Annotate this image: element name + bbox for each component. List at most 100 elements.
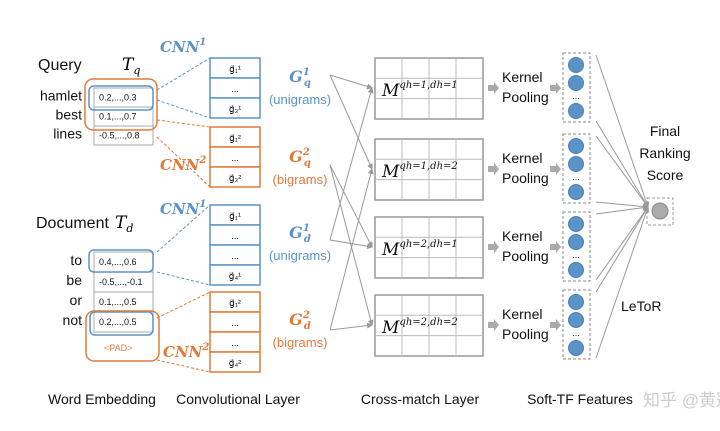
- cnn2-label-doc: CNN2: [163, 342, 209, 361]
- final-score-label: Final Ranking Score: [639, 123, 690, 183]
- bigram-window: [84, 78, 158, 131]
- unigram-window: [89, 311, 154, 336]
- cross-match-link: [329, 74, 373, 90]
- filter-vector: g⃗₄¹: [229, 271, 241, 281]
- final-score-box: [646, 197, 674, 226]
- filter-vector: g⃗₁²: [229, 298, 241, 308]
- ngram-note: (bigrams): [273, 335, 328, 350]
- filter-row: [209, 97, 261, 119]
- soft-tf-node: [568, 340, 584, 356]
- ellipsis: ...: [572, 91, 580, 101]
- embedding-vector: 0.4,...,0.6: [99, 257, 137, 267]
- svg-text:Score: Score: [647, 167, 684, 183]
- ngram-note: (bigrams): [273, 172, 328, 187]
- filter-vector: g⃗₁¹: [229, 211, 241, 221]
- embedding-vector: 0.1,...,0.7: [99, 112, 137, 122]
- embedding-vector: -0.5,...,-0.1: [99, 277, 143, 287]
- conv-link: [156, 99, 211, 119]
- pooling-label: Pooling: [502, 170, 549, 186]
- cross-match-matrix: Mqh=2,dh=1: [374, 216, 484, 279]
- soft-tf-node: [568, 156, 584, 172]
- ellipsis: ...: [572, 250, 580, 260]
- embedding-vector: 0.1,...,0.5: [99, 297, 137, 307]
- arrow-icon: [550, 82, 561, 94]
- filter-vector: ...: [231, 231, 239, 241]
- filter-vector: g⃗₃¹: [229, 104, 241, 114]
- cross-match-matrix: Mqh=1,dh=2: [374, 138, 484, 201]
- arrow-icon: [488, 163, 499, 175]
- pooling-label: Pooling: [502, 89, 549, 105]
- letor-link: [595, 206, 649, 281]
- ellipsis: ...: [572, 328, 580, 338]
- svg-text:Mqh=1,dh=2: Mqh=1,dh=2: [381, 161, 458, 182]
- filter-row: [209, 264, 261, 286]
- kernel-label: Kernel: [502, 306, 542, 322]
- conv-link: [156, 359, 211, 373]
- arrow-icon: [550, 241, 561, 253]
- cross-match-matrix: Mqh=1,dh=1: [374, 57, 484, 120]
- svg-text:Ranking: Ranking: [639, 145, 690, 161]
- conv-link: [156, 57, 211, 91]
- soft-tf-node: [568, 234, 584, 250]
- word-be: be: [66, 272, 82, 288]
- pad-token: <PAD>: [104, 343, 132, 353]
- svg-text:Mqh=2,dh=2: Mqh=2,dh=2: [381, 317, 458, 338]
- ellipsis: ...: [572, 172, 580, 182]
- query-label: Query: [38, 57, 82, 74]
- soft-tf-node: [568, 75, 584, 91]
- filter-vector: ...: [231, 318, 239, 328]
- embedding-vector: 0.2,...,0.5: [99, 317, 137, 327]
- ngram-note: (unigrams): [269, 248, 331, 263]
- conv-link: [156, 204, 211, 253]
- word-lines: lines: [53, 126, 82, 142]
- label-soft-tf-features: Soft-TF Features: [527, 391, 633, 407]
- watermark: 知乎 @黄冠: [643, 391, 720, 410]
- label-word-embedding: Word Embedding: [48, 391, 156, 407]
- arrow-icon: [550, 319, 561, 331]
- svg-text:Mqh=1,dh=1: Mqh=1,dh=1: [381, 80, 458, 101]
- filter-vector: g⃗₄²: [229, 358, 241, 368]
- soft-tf-node: [568, 216, 584, 232]
- final-score-node: [651, 202, 669, 220]
- soft-tf-node: [568, 262, 584, 278]
- pooling-label: Pooling: [502, 248, 549, 264]
- cross-match-link: [329, 164, 374, 326]
- filter-vector: g⃗₃²: [229, 173, 241, 183]
- pooling-label: Pooling: [502, 326, 549, 342]
- letor-link: [595, 204, 649, 215]
- filter-vector: ...: [231, 84, 239, 94]
- letor-link: [595, 206, 649, 293]
- word-hamlet: hamlet: [40, 88, 82, 104]
- arrow-icon: [488, 82, 499, 94]
- conv-link: [156, 119, 211, 128]
- soft-tf-group: [562, 211, 591, 282]
- svg-text:Final: Final: [650, 123, 680, 139]
- soft-tf-group: [562, 133, 591, 204]
- filter-vector: g⃗₁¹: [229, 64, 241, 74]
- conv-link: [156, 291, 211, 319]
- cross-match-link: [329, 87, 374, 241]
- conv-link: [156, 271, 211, 286]
- cross-match-link: [329, 164, 373, 248]
- filter-vector: ...: [231, 338, 239, 348]
- kernel-label: Kernel: [502, 150, 542, 166]
- filter-vector: ...: [231, 251, 239, 261]
- cnn2-label-query: CNN2: [160, 155, 206, 174]
- soft-tf-group: [562, 289, 591, 360]
- filter-vector: ...: [231, 153, 239, 163]
- td-symbol: Td: [115, 213, 133, 235]
- letor-link: [595, 120, 649, 208]
- ngram-note: (unigrams): [269, 92, 331, 107]
- letor-link: [595, 201, 649, 210]
- word-not: not: [63, 312, 83, 328]
- cnn1-label-doc: CNN1: [160, 199, 206, 218]
- filter-row: [209, 351, 261, 373]
- word-or: or: [70, 292, 83, 308]
- cross-match-link: [329, 322, 373, 331]
- embedding-vector: -0.5,...,0.8: [99, 131, 140, 141]
- cross-match-link: [329, 74, 373, 170]
